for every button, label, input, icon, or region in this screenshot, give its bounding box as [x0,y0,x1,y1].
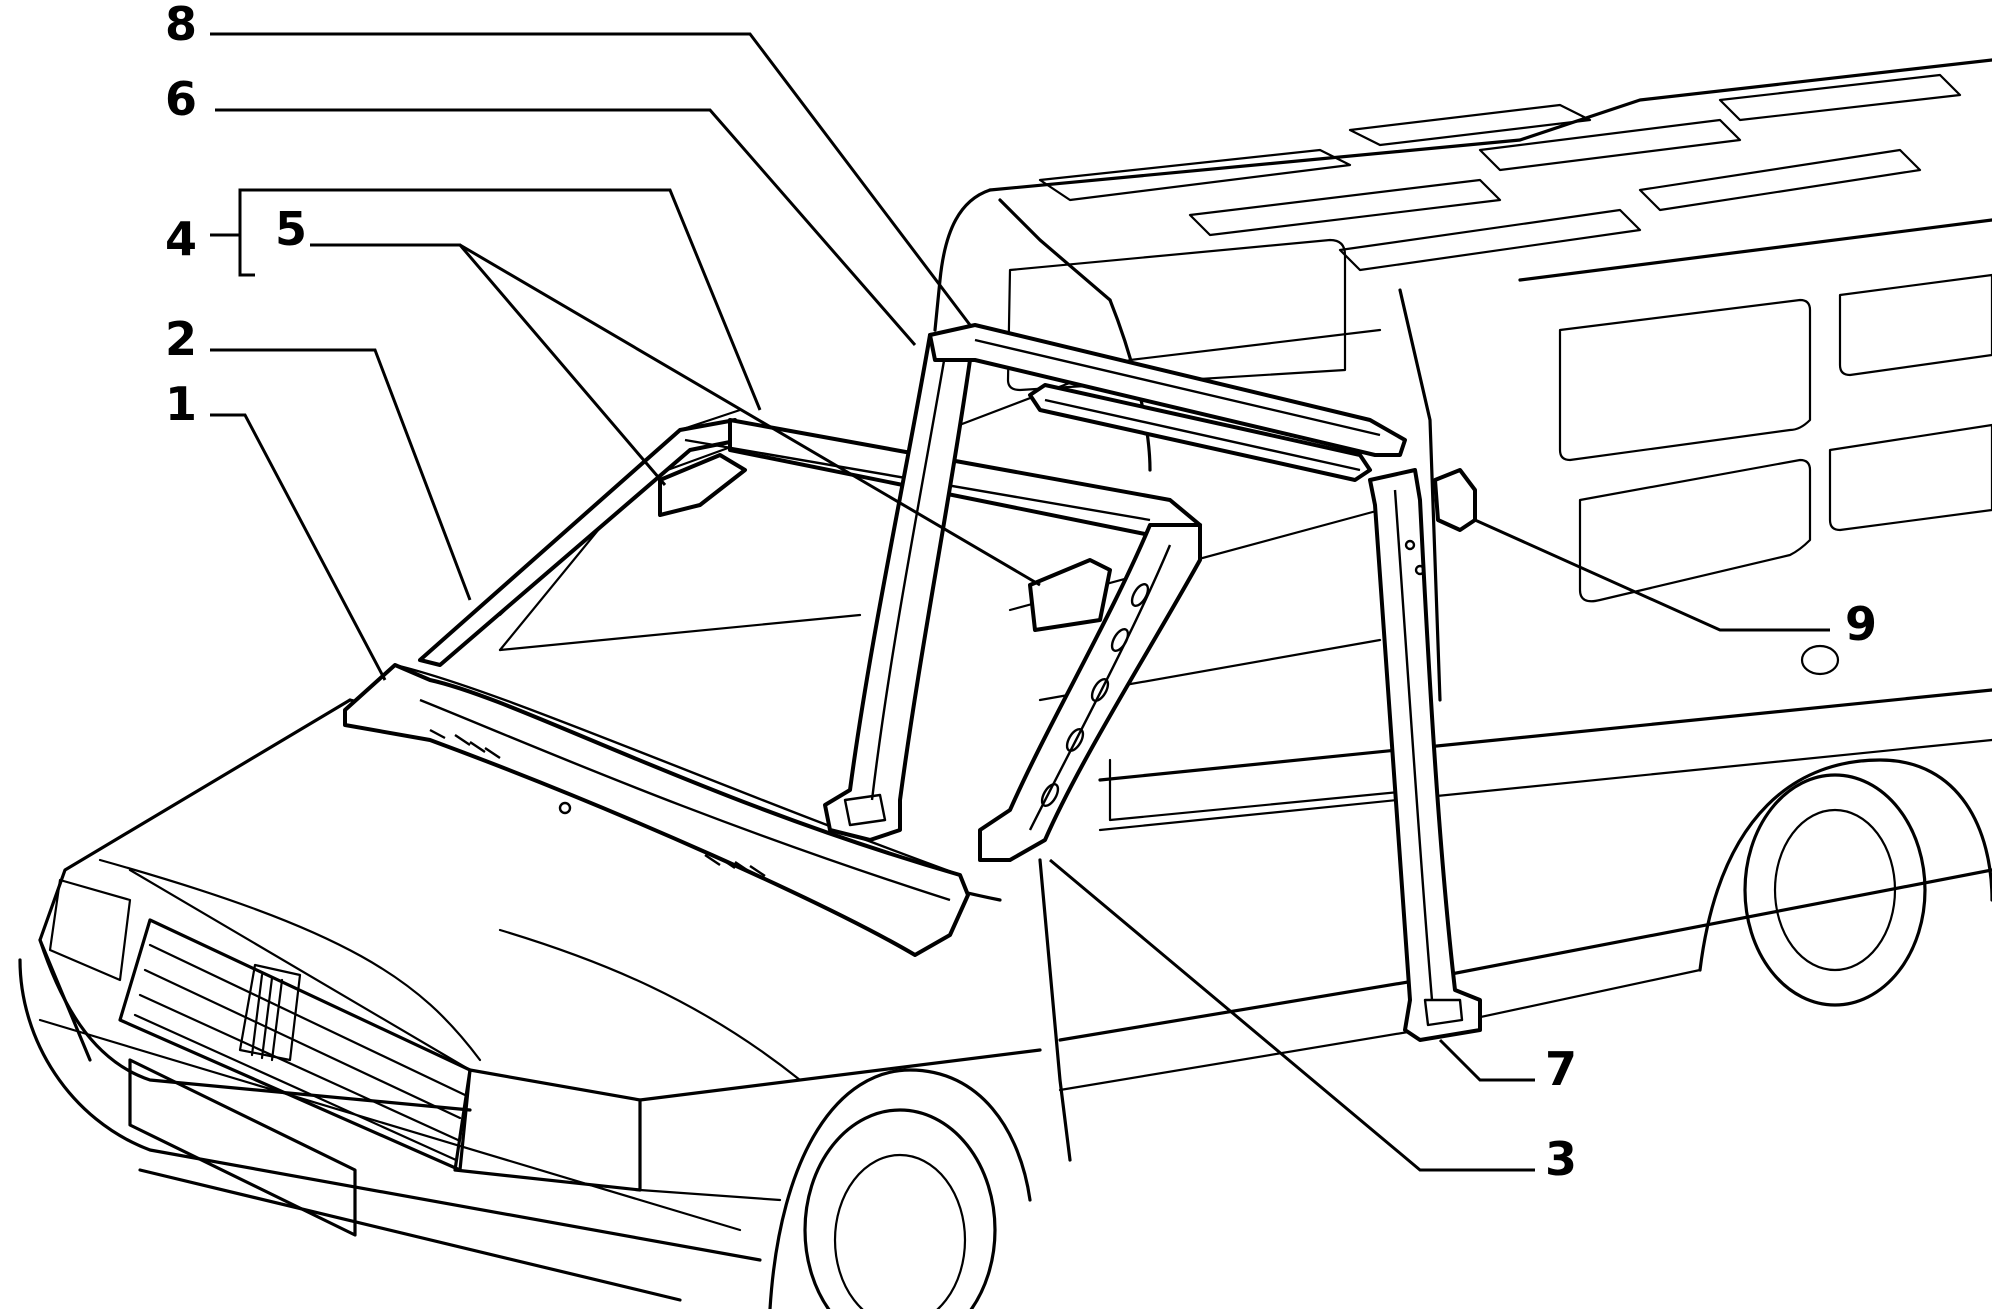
callout-1: 1 [165,377,197,431]
part-2-windshield-frame [418,418,1202,667]
leader-lines [210,32,1830,1172]
callout-7: 7 [1545,1042,1577,1096]
part-7-pillar-rear [1368,468,1482,1042]
part-3-a-pillar [978,523,1202,862]
callout-labels: 8 6 4 5 2 1 9 7 3 [165,0,1877,1186]
callout-8: 8 [165,0,197,51]
callout-6: 6 [165,72,197,126]
part-9-bracket [1433,468,1477,532]
part-5-gusset-left [658,453,747,517]
part-6-b-pillar [823,328,972,842]
callout-5: 5 [275,202,307,256]
vehicle-body-outline [18,58,1992,1309]
callout-3: 3 [1545,1132,1577,1186]
callout-4: 4 [165,212,197,266]
part-8-roof-rail [928,323,1407,482]
callout-9: 9 [1845,597,1877,651]
part-5-gusset-right [1028,558,1112,632]
callout-2: 2 [165,312,197,366]
